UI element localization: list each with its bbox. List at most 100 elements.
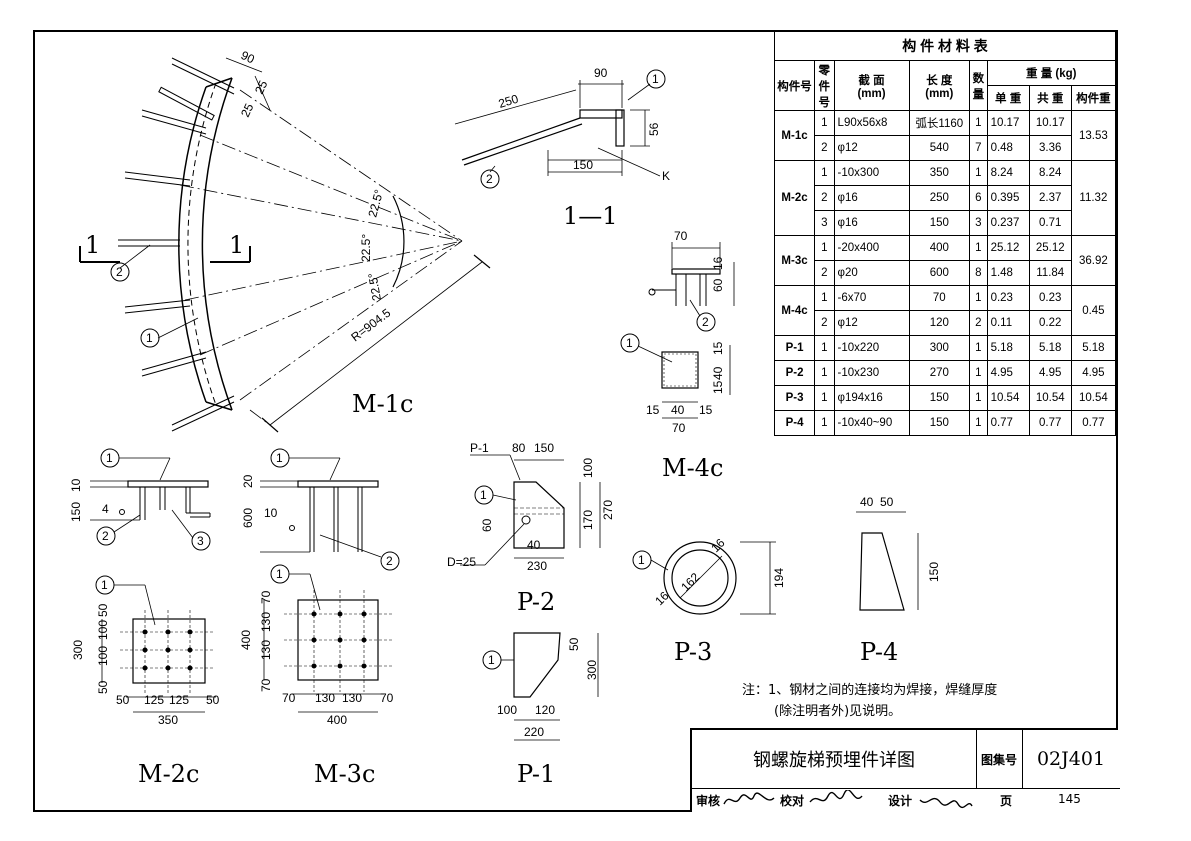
signature-row: 审核 校对 设计 页 145 (692, 788, 1120, 812)
cell-component-weight: 0.45 (1070, 285, 1117, 336)
cell-component: P-1 (773, 335, 816, 361)
dim-angle-2: 22.5° (359, 234, 373, 262)
cell-component-weight: 10.54 (1070, 385, 1117, 411)
cell-unit-weight: 25.12 (986, 235, 1030, 261)
dim-p1-100: 100 (497, 703, 517, 717)
callout-1-m4: 1 (626, 336, 633, 350)
callout-1-p1: 1 (488, 653, 495, 667)
anchor-bar (124, 171, 191, 181)
callout-1-m3p: 1 (276, 567, 283, 581)
cell-total-weight: 25.12 (1028, 235, 1072, 261)
cell-unit-weight: 0.77 (986, 410, 1030, 436)
cell-part: 2 (814, 135, 835, 161)
col-component-no: 构件号 (773, 60, 816, 111)
cell-length: 540 (908, 135, 971, 161)
callout-1-m2e: 1 (106, 451, 113, 465)
cell-unit-weight: 0.48 (986, 135, 1030, 161)
cell-qty: 3 (969, 210, 988, 236)
col-length: 长 度 (mm) (908, 60, 971, 111)
cell-length: 350 (908, 160, 971, 186)
cell-qty: 1 (969, 160, 988, 186)
label-section-1-1: 1—1 (563, 202, 618, 230)
cell-part: 1 (814, 160, 835, 186)
cell-component: P-4 (773, 410, 816, 436)
callout-2-m2e: 2 (102, 529, 109, 543)
cell-length: 250 (908, 185, 971, 211)
cell-total-weight: 3.36 (1028, 135, 1072, 161)
dim-s11-56: 56 (647, 122, 661, 136)
cell-component: M-3c (773, 235, 816, 286)
col-section: 截 面 (mm) (833, 60, 910, 111)
cell-total-weight: 2.37 (1028, 185, 1072, 211)
dim-m3p-130b: 130 (259, 640, 273, 660)
dim-m1c-25b: 25 (238, 101, 256, 119)
angle-flange (579, 109, 623, 119)
dim-p2-270: 270 (601, 500, 615, 520)
title-block: 钢螺旋梯预埋件详图 图集号 02J401 审核 校对 设计 页 145 (690, 728, 1120, 812)
col-unit-weight: 单 重 (986, 85, 1030, 111)
cell-part: 1 (814, 110, 835, 136)
label-m1c: M-1c (352, 390, 413, 418)
cell-length: 120 (908, 310, 971, 336)
dim-p2-80: 80 (512, 441, 526, 455)
dim-p2-170: 170 (581, 510, 595, 530)
cell-section: -10x230 (833, 360, 910, 386)
m1c-end-top (205, 77, 233, 88)
dim-m2p-50c: 50 (116, 693, 130, 707)
cell-total-weight: 0.77 (1028, 410, 1072, 436)
label-m2c: M-2c (138, 760, 199, 788)
note-line-1: 注：1、钢材之间的连接均为焊接，焊缝厚度 (742, 683, 998, 698)
col-section-unit: (mm) (857, 87, 886, 100)
cell-component-weight: 36.92 (1070, 235, 1117, 286)
cell-total-weight: 4.95 (1028, 360, 1072, 386)
m1c-radial-lines (179, 89, 463, 426)
cell-section: -10x300 (833, 160, 910, 186)
callout-circle (110, 262, 130, 282)
dim-p3-194: 194 (772, 568, 786, 588)
callout-2-m1c: 2 (116, 265, 123, 279)
dim-m4-15c: 15 (646, 403, 660, 417)
dim-m3p-400b: 400 (327, 713, 347, 727)
cell-unit-weight: 10.54 (986, 385, 1030, 411)
cell-total-weight: 10.54 (1028, 385, 1072, 411)
col-weight: 重 量 (kg) (986, 60, 1117, 86)
m1c-arc-outer (201, 77, 233, 411)
dim-m4-15b: 15 (711, 380, 725, 394)
dim-p2-230: 230 (527, 559, 547, 573)
label-p3: P-3 (674, 638, 712, 666)
atlas-number: 02J401 (1022, 730, 1120, 789)
cell-unit-weight: 10.17 (986, 110, 1030, 136)
cell-part: 1 (814, 235, 835, 261)
dim-m2p-50b: 50 (96, 680, 110, 694)
label-m4c: M-4c (662, 454, 723, 482)
cell-component: M-2c (773, 160, 816, 236)
p1-drawing (482, 632, 599, 741)
cell-qty: 1 (969, 385, 988, 411)
cell-total-weight: 11.84 (1028, 260, 1072, 286)
dim-p3-16b: 16 (652, 589, 672, 609)
cell-qty: 1 (969, 235, 988, 261)
cell-part: 1 (814, 335, 835, 361)
m1c-arc-center (187, 82, 217, 406)
radius-dim-line (269, 261, 483, 426)
anchor-bar (141, 351, 207, 371)
callout-1-s11: 1 (652, 72, 659, 86)
cell-total-weight: 0.23 (1028, 285, 1072, 311)
anchor-bar (171, 57, 235, 89)
cell-qty: 1 (969, 110, 988, 136)
cell-total-weight: 0.22 (1028, 310, 1072, 336)
cell-section: -10x220 (833, 335, 910, 361)
dim-m2p-300: 300 (71, 640, 85, 660)
table-title: 构 件 材 料 表 (774, 31, 1116, 61)
cell-qty: 1 (969, 285, 988, 311)
cell-length: 150 (908, 385, 971, 411)
cell-section: φ194x16 (833, 385, 910, 411)
col-length-unit: (mm) (925, 87, 954, 100)
cell-unit-weight: 0.237 (986, 210, 1030, 236)
dim-angle-1: 22.5° (365, 188, 386, 219)
